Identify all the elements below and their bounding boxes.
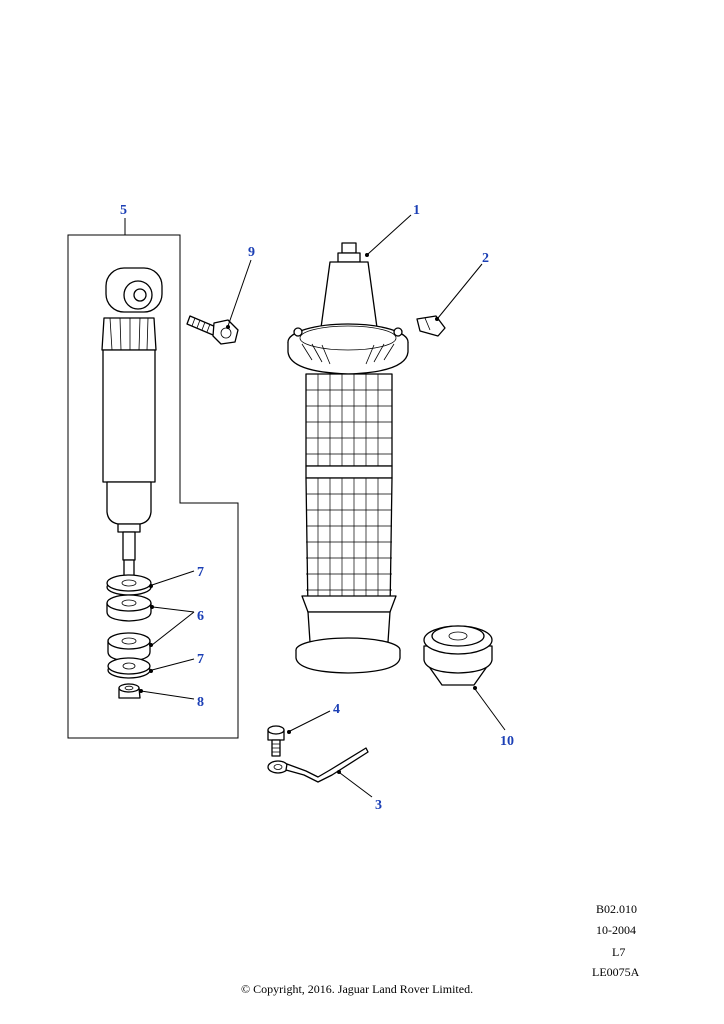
air-spring <box>287 242 409 674</box>
reference-code: B02.010 <box>596 902 638 916</box>
bush-lower <box>107 632 151 662</box>
bump-stop <box>423 625 493 686</box>
callout-4: 4 <box>333 702 340 717</box>
callout-3: 3 <box>375 798 382 813</box>
callout-7-upper: 7 <box>197 565 204 580</box>
kit-group-outline <box>67 234 239 739</box>
callout-6: 6 <box>197 609 204 624</box>
clip-2 <box>416 315 446 337</box>
callout-10: 10 <box>500 734 514 749</box>
copyright-notice: © Copyright, 2016. Jaguar Land Rover Lim… <box>241 982 474 996</box>
level-code: L7 <box>612 945 626 959</box>
callout-7-lower: 7 <box>197 652 204 667</box>
shock-absorber <box>101 267 163 579</box>
illustration-code: LE0075A <box>592 965 640 979</box>
callout-1: 1 <box>413 203 420 218</box>
bolt-9 <box>186 315 239 345</box>
revision-date: 10-2004 <box>596 923 636 937</box>
nut <box>118 683 141 699</box>
bellows-mesh <box>306 374 392 612</box>
leader-lines <box>124 214 506 798</box>
callout-8: 8 <box>197 695 204 710</box>
bracket-strap <box>267 747 369 783</box>
washer-upper <box>106 574 152 596</box>
callout-2: 2 <box>482 251 489 266</box>
washer-lower <box>107 657 151 679</box>
bolt-4 <box>267 725 285 757</box>
callout-9: 9 <box>248 245 255 260</box>
bush-upper <box>106 594 152 622</box>
callout-5: 5 <box>120 203 127 218</box>
